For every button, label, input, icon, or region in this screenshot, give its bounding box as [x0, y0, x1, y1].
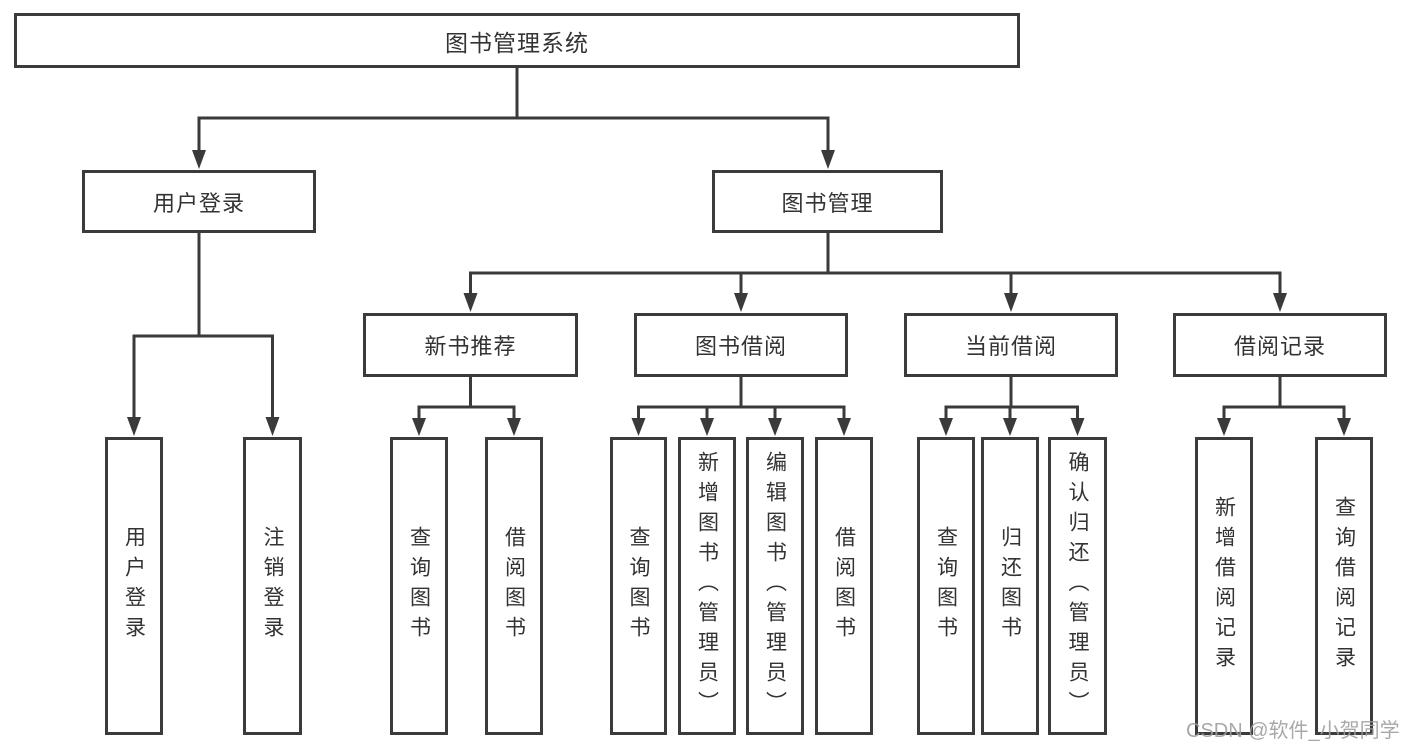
- node-root: 图书管理系统: [14, 13, 1020, 68]
- leaf-borrow-book-recommend-label: 借阅图书: [502, 526, 526, 646]
- leaf-user-login: 用户登录: [105, 437, 163, 735]
- leaf-confirm-return-admin-label: 确认归还（管理员）: [1066, 451, 1089, 721]
- node-new-book-recommend: 新书推荐: [363, 313, 578, 377]
- connector-borrowing-records-to-leaves: [1217, 377, 1351, 436]
- node-current-borrowing-label: 当前借阅: [964, 334, 1057, 359]
- leaf-borrow-book-label: 借阅图书: [832, 526, 856, 646]
- leaf-query-book-borrowing: 查询图书: [610, 437, 667, 735]
- connector-book-management-to-level3: [463, 233, 1287, 312]
- node-book-borrowing-label: 图书借阅: [694, 334, 787, 359]
- leaf-add-borrow-record-label: 新增借阅记录: [1212, 496, 1236, 676]
- node-book-management: 图书管理: [712, 170, 943, 233]
- leaf-query-borrow-record-label: 查询借阅记录: [1332, 496, 1356, 676]
- leaf-logout-label: 注销登录: [261, 526, 284, 646]
- node-borrowing-records-label: 借阅记录: [1233, 334, 1326, 359]
- node-root-label: 图书管理系统: [445, 29, 589, 56]
- connector-user-login-to-leaves: [127, 233, 280, 436]
- node-borrowing-records: 借阅记录: [1173, 313, 1387, 377]
- node-book-management-label: 图书管理: [781, 190, 874, 216]
- leaf-add-borrow-record: 新增借阅记录: [1195, 437, 1253, 735]
- connector-current-borrowing-to-leaves: [939, 377, 1085, 436]
- watermark: CSDN @软件_小贺同学: [1186, 720, 1400, 742]
- node-new-book-recommend-label: 新书推荐: [424, 334, 517, 359]
- leaf-confirm-return-admin: 确认归还（管理员）: [1048, 437, 1107, 735]
- leaf-add-book-admin: 新增图书（管理员）: [678, 437, 736, 735]
- leaf-return-book-label: 归还图书: [998, 526, 1022, 646]
- leaf-return-book: 归还图书: [981, 437, 1039, 735]
- leaf-logout: 注销登录: [243, 437, 302, 735]
- node-user-login-label: 用户登录: [152, 190, 245, 216]
- node-book-borrowing: 图书借阅: [634, 313, 848, 377]
- leaf-user-login-label: 用户登录: [122, 526, 146, 646]
- connector-book-borrowing-to-leaves: [631, 377, 851, 436]
- leaf-borrow-book-recommend: 借阅图书: [485, 437, 543, 735]
- leaf-edit-book-admin-label: 编辑图书（管理员）: [763, 451, 787, 721]
- leaf-query-book-borrowing-label: 查询图书: [627, 526, 650, 646]
- leaf-query-book-current: 查询图书: [917, 437, 975, 735]
- leaf-query-borrow-record: 查询借阅记录: [1315, 437, 1373, 735]
- leaf-add-book-admin-label: 新增图书（管理员）: [695, 451, 719, 721]
- leaf-edit-book-admin: 编辑图书（管理员）: [746, 437, 804, 735]
- connector-root-to-level2: [192, 68, 835, 169]
- connector-new-book-recommend-to-leaves: [412, 377, 521, 436]
- node-current-borrowing: 当前借阅: [904, 313, 1118, 377]
- leaf-query-book-current-label: 查询图书: [934, 526, 958, 646]
- leaf-borrow-book: 借阅图书: [815, 437, 873, 735]
- leaf-query-book-recommend-label: 查询图书: [407, 526, 431, 646]
- leaf-query-book-recommend: 查询图书: [390, 437, 448, 735]
- node-user-login: 用户登录: [82, 170, 316, 233]
